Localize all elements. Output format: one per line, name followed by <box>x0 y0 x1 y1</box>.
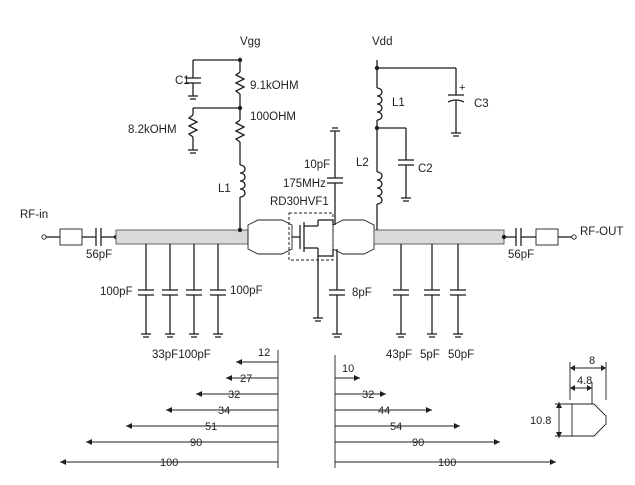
rf-input-port <box>41 228 96 246</box>
c1-label: C1 <box>175 75 190 87</box>
output-shunt-2-label: 5pF <box>420 349 440 361</box>
dim-left-3: 34 <box>218 405 230 417</box>
input-shunt-bottom-label: 33pF100pF <box>152 349 211 361</box>
input-coupling-label: 56pF <box>86 249 112 261</box>
drain-bias-network: + <box>374 60 465 230</box>
input-shunt-capacitors <box>138 244 226 338</box>
vdd-label: Vdd <box>372 36 392 48</box>
dim-right-5: 100 <box>438 457 456 469</box>
c2-label: C2 <box>418 163 433 175</box>
input-taper <box>247 219 293 255</box>
vgg-label: Vgg <box>240 36 260 48</box>
drain-inductor-top-label: L1 <box>392 97 405 109</box>
dim-left-1: 27 <box>240 373 252 385</box>
dim-left-2: 32 <box>228 389 240 401</box>
drain-inductor-bottom-label: L2 <box>356 157 369 169</box>
right-dimensions <box>335 375 556 465</box>
gate-bias-network <box>185 57 246 233</box>
output-shunt-1-label: 43pF <box>386 349 412 361</box>
output-coupling-capacitor <box>501 228 536 246</box>
dim-right-3: 54 <box>390 421 402 433</box>
input-coupling-capacitor <box>95 228 119 246</box>
dim-left-5: 90 <box>190 437 202 449</box>
feedback-cap-label: 10pF <box>304 159 330 171</box>
source-capacitor <box>329 249 345 338</box>
dim-right-1: 32 <box>362 389 374 401</box>
dim-left-0: 12 <box>258 347 270 359</box>
dim-right-4: 90 <box>412 437 424 449</box>
bias-top-resistor-label: 9.1kOHM <box>250 80 299 92</box>
dim-left-4: 51 <box>205 421 217 433</box>
pad-inner-label: 4.8 <box>577 375 592 387</box>
c3-label: C3 <box>474 98 489 110</box>
rf-in-label: RF-in <box>20 209 48 221</box>
dim-right-0: 10 <box>342 363 354 375</box>
pad-detail <box>555 362 607 438</box>
feedback-capacitor <box>327 127 343 225</box>
output-taper <box>332 219 375 255</box>
bias-left-resistor-label: 8.2kOHM <box>128 124 177 136</box>
plus-sign: + <box>459 82 465 94</box>
dim-left-6: 100 <box>160 457 178 469</box>
gate-inductor-label: L1 <box>218 183 231 195</box>
input-microstrip <box>115 229 249 245</box>
freq-label: 175MHz <box>283 178 326 190</box>
output-shunt-capacitors <box>393 244 466 338</box>
output-shunt-3-label: 50pF <box>448 349 474 361</box>
input-shunt-left-label: 100pF <box>100 286 133 298</box>
transistor-symbol <box>288 212 334 322</box>
input-shunt-right-label: 100pF <box>230 285 263 297</box>
pad-height-label: 10.8 <box>530 415 551 427</box>
source-cap-label: 8pF <box>352 287 372 299</box>
dim-right-2: 44 <box>378 405 390 417</box>
transistor-label: RD30HVF1 <box>270 196 329 208</box>
dimension-reference-lines <box>236 350 336 468</box>
pad-width-label: 8 <box>589 355 595 367</box>
output-coupling-label: 56pF <box>508 249 534 261</box>
output-microstrip <box>373 229 505 245</box>
gate-series-resistor-label: 100OHM <box>250 111 296 123</box>
rf-output-port <box>535 228 577 246</box>
left-dimensions <box>60 375 278 465</box>
rf-out-label: RF-OUT <box>580 226 623 238</box>
